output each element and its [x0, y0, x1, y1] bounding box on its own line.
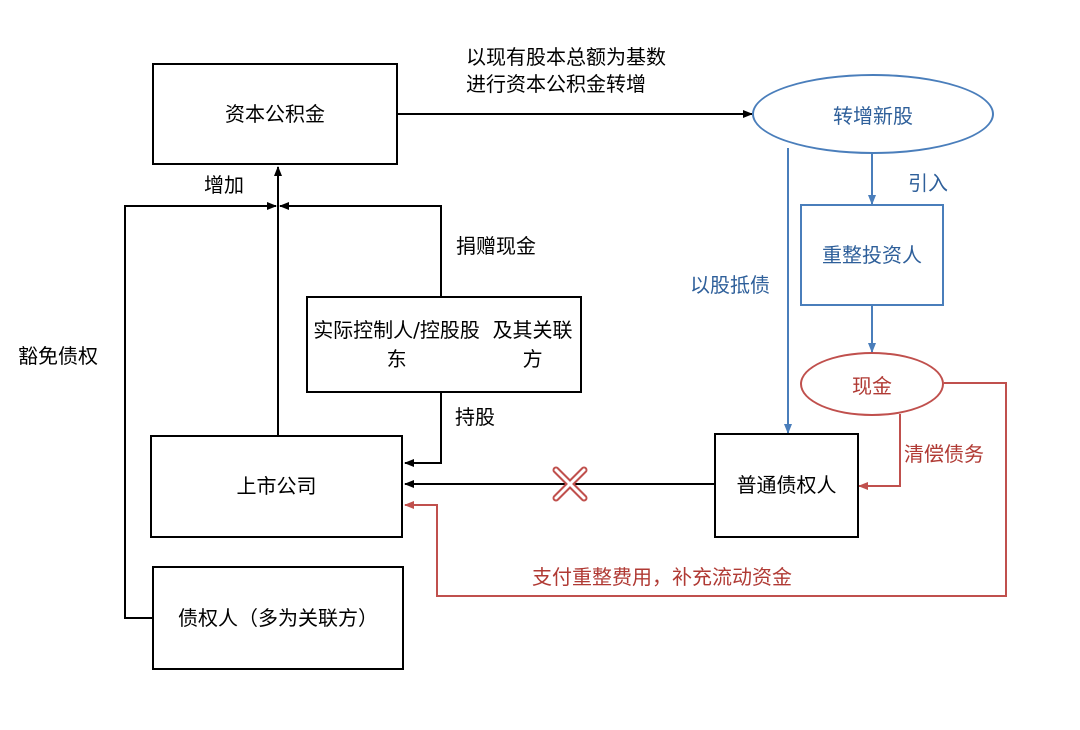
label-debt-to-equity: 以股抵债: [690, 273, 770, 297]
cross-mark-icon: [552, 466, 588, 502]
arrow-donate-cash: [279, 202, 442, 296]
node-cash: 现金: [800, 352, 944, 416]
node-controller: 实际控制人/控股股东 及其关联方: [306, 296, 582, 393]
creditor-related-line-1: 债权人: [178, 605, 238, 630]
label-capitalize: 以现有股本总额为基数 进行资本公积金转增: [466, 44, 666, 98]
node-general-creditor: 普通 债权人: [714, 433, 859, 538]
node-restructuring-investor: 重整 投资人: [800, 204, 944, 306]
arrow-waive-debt: [124, 202, 277, 619]
investor-line-2: 投资人: [862, 242, 922, 267]
investor-line-1: 重整: [822, 242, 862, 267]
arrow-hold-shares: [404, 393, 442, 467]
creditor-related-line-2: （多为关联方）: [238, 605, 378, 630]
label-increase: 增加: [204, 173, 244, 197]
capitalize-line-2: 进行资本公积金转增: [466, 72, 646, 96]
node-listed-company: 上市公司: [150, 435, 403, 538]
controller-line-2: 及其关联方: [492, 317, 573, 371]
node-capital-reserve: 资本公积金: [152, 63, 398, 165]
arrow-repay-debt: [858, 414, 901, 490]
node-creditor-related: 债权人 （多为关联方）: [152, 566, 404, 670]
label-hold-shares: 持股: [455, 405, 495, 429]
controller-line-1: 实际控制人/控股股东: [313, 317, 480, 371]
general-creditor-line-1: 普通: [736, 473, 777, 497]
arrow-pay-fees: [404, 382, 1007, 597]
node-new-shares: 转增新股: [752, 74, 994, 154]
label-waive-debt: 豁免债权: [18, 344, 98, 368]
label-donate-cash: 捐赠现金: [456, 234, 536, 258]
general-creditor-line-2: 债权人: [776, 473, 837, 497]
label-introduce: 引入: [908, 171, 948, 195]
label-repay-debt: 清偿债务: [904, 442, 984, 466]
capitalize-line-1: 以现有股本总额为基数: [466, 45, 666, 69]
label-pay-fees: 支付重整费用，补充流动资金: [532, 565, 792, 589]
